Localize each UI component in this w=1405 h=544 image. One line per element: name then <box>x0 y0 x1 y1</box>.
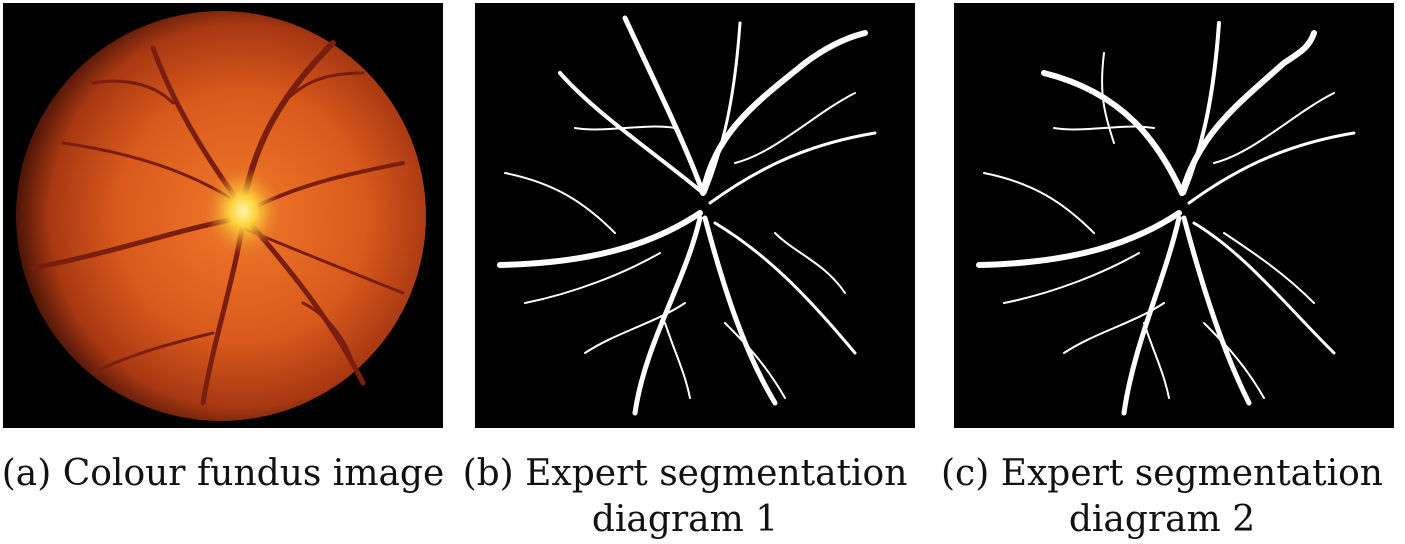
segmentation-image-1 <box>475 3 915 428</box>
vessel-map-2 <box>976 21 1356 416</box>
segmentation-image-2 <box>954 3 1394 428</box>
vessel-tree-1 <box>497 15 877 416</box>
fundus-graphic <box>16 11 426 421</box>
caption-c: (c) Expert segmentation diagram 2 <box>941 453 1383 540</box>
fundus-image <box>3 3 443 428</box>
vessel-tree-2 <box>976 21 1356 416</box>
vessel-map-1 <box>497 15 877 416</box>
optic-disc <box>205 167 281 255</box>
caption-a: (a) Colour fundus image <box>1 453 445 494</box>
caption-b: (b) Expert segmentation diagram 1 <box>462 453 908 540</box>
fundus-vessels <box>30 40 405 406</box>
